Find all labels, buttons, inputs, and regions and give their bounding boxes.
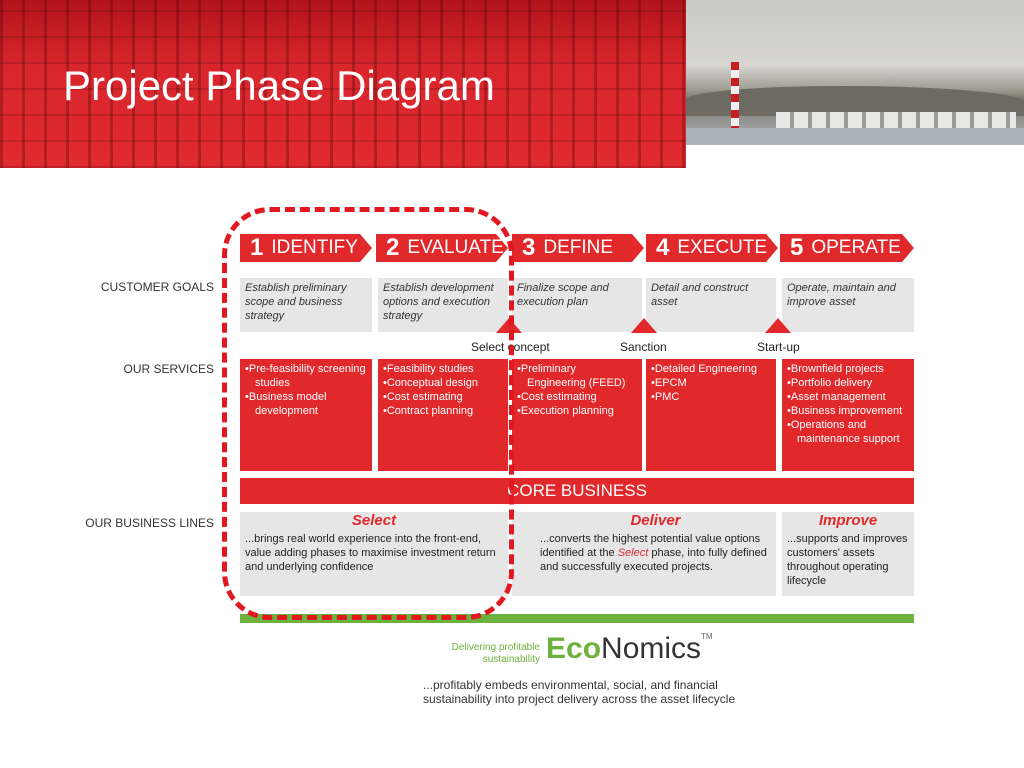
logo-trademark: TM	[701, 632, 713, 641]
service-item: Cost estimating	[383, 390, 503, 404]
phase-label: DEFINE	[543, 237, 614, 258]
phase-label: OPERATE	[811, 237, 901, 258]
service-item: PMC	[651, 390, 771, 404]
service-item: Pre-feasibility screening studies	[245, 362, 367, 390]
slide-title: Project Phase Diagram	[63, 62, 495, 109]
phase-number: 5	[790, 234, 804, 261]
row-label-customer-goals: CUSTOMER GOALS	[100, 280, 214, 294]
select-phase-highlight	[222, 207, 514, 620]
phase-number: 4	[656, 234, 670, 261]
service-item: Feasibility studies	[383, 362, 503, 376]
phase-operate: 5 OPERATE	[780, 234, 914, 262]
service-item: Preliminary Engineering (FEED)	[517, 362, 637, 390]
phase-number: 2	[386, 234, 400, 261]
logo-eco: Eco	[546, 632, 602, 665]
business-line-text: ...supports and improves customers' asse…	[787, 533, 908, 587]
photo-chimney	[731, 62, 739, 134]
services-execute: Detailed Engineering EPCM PMC	[646, 359, 776, 471]
service-item: Cost estimating	[517, 390, 637, 404]
service-item: Execution planning	[517, 404, 637, 418]
phase-execute: 4 EXECUTE	[646, 234, 778, 262]
econonomics-description: ...profitably embeds environmental, soci…	[423, 678, 736, 706]
service-item: EPCM	[651, 376, 771, 390]
business-line-select: Select ...brings real world experience i…	[240, 512, 508, 596]
service-item: Brownfield projects	[787, 362, 909, 376]
goal-identify: Establish preliminary scope and business…	[240, 278, 372, 332]
green-divider	[240, 614, 914, 623]
business-line-text: ...brings real world experience into the…	[245, 533, 496, 573]
photo-storage-tanks	[776, 112, 1016, 130]
service-item: Operations and maintenance support	[787, 418, 909, 446]
photo-water	[686, 128, 1024, 145]
service-item: Detailed Engineering	[651, 362, 771, 376]
row-label-business-lines: OUR BUSINESS LINES	[85, 516, 214, 530]
row-label-our-services: OUR SERVICES	[123, 362, 214, 376]
phase-label: EXECUTE	[677, 237, 768, 258]
service-item: Contract planning	[383, 404, 503, 418]
select-emphasis: Select	[617, 547, 649, 559]
phase-label: IDENTIFY	[271, 237, 358, 258]
milestone-marker-sanction	[631, 318, 657, 333]
logo-nomics: Nomics	[601, 632, 702, 665]
services-evaluate: Feasibility studies Conceptual design Co…	[378, 359, 508, 471]
business-line-title: Select	[351, 512, 397, 529]
core-business-bar: CORE BUSINESS	[240, 478, 914, 504]
milestone-marker-startup	[765, 318, 791, 333]
service-item: Asset management	[787, 390, 909, 404]
milestone-startup: Start-up	[757, 340, 800, 354]
header-industrial-photo	[686, 0, 1024, 145]
goal-define: Finalize scope and execution plan	[512, 278, 642, 332]
phase-define: 3 DEFINE	[512, 234, 644, 262]
business-line-improve: Improve ...supports and improves custome…	[782, 512, 914, 596]
header-offshore-rig-image	[0, 0, 686, 168]
service-item: Conceptual design	[383, 376, 503, 390]
services-identify: Pre-feasibility screening studies Busine…	[240, 359, 372, 471]
goal-execute: Detail and construct asset	[646, 278, 776, 332]
econonomics-tagline: Delivering profitable sustainability	[451, 642, 540, 665]
business-line-text: ...converts the highest potential value …	[540, 533, 767, 573]
slide-header	[0, 0, 1024, 168]
services-define: Preliminary Engineering (FEED) Cost esti…	[512, 359, 642, 471]
business-line-title: Deliver	[630, 512, 681, 529]
goal-evaluate: Establish development options and execut…	[378, 278, 508, 332]
econonomics-logo: EcoNomicsTM	[546, 632, 713, 666]
business-line-deliver: Deliver ...converts the highest potentia…	[512, 512, 776, 596]
phase-number: 3	[522, 234, 536, 261]
service-item: Business improvement	[787, 404, 909, 418]
milestone-sanction: Sanction	[620, 340, 667, 354]
goal-operate: Operate, maintain and improve asset	[782, 278, 914, 332]
services-operate: Brownfield projects Portfolio delivery A…	[782, 359, 914, 471]
photo-hills	[686, 86, 1024, 116]
service-item: Portfolio delivery	[787, 376, 909, 390]
business-line-title: Improve	[818, 512, 878, 529]
service-item: Business model development	[245, 390, 367, 418]
